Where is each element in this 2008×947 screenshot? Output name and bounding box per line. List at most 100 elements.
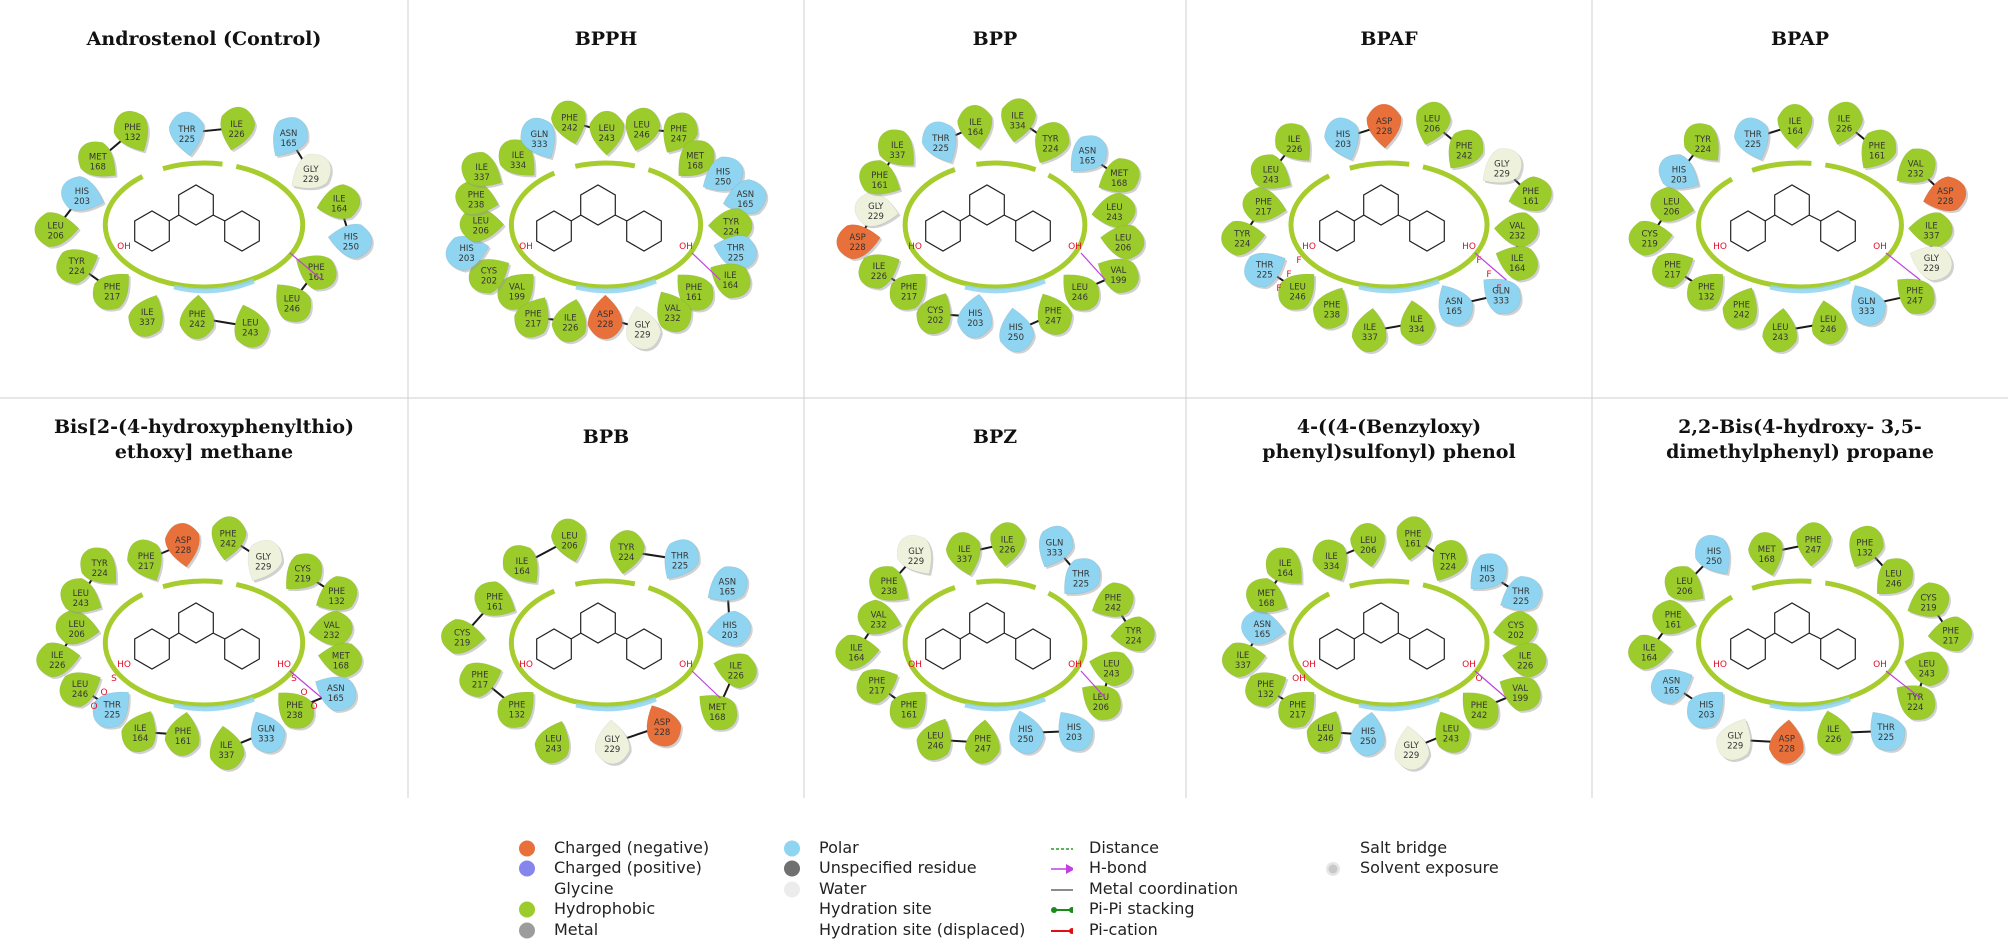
ligand-ring (1774, 184, 1810, 226)
residue-node (1909, 246, 1953, 281)
residue-name: PHE (901, 282, 918, 292)
residue-node (164, 711, 200, 757)
residue-name: ASP (654, 718, 670, 728)
residue-number: 165 (719, 587, 735, 597)
residue-number: 243 (73, 599, 89, 609)
ligand-atom-label: F (1276, 284, 1281, 294)
residue-node (1070, 135, 1107, 172)
residue-number: 224 (1234, 240, 1250, 250)
unspecified-residue-swatch-icon (784, 860, 800, 877)
residue-node (1796, 522, 1832, 567)
residue-name: PHE (561, 113, 578, 123)
residue-number: 337 (1235, 661, 1251, 671)
residue-node (164, 522, 200, 568)
residue-node (291, 153, 332, 189)
residue-number: 243 (1263, 175, 1279, 185)
residue-number: 243 (242, 329, 258, 339)
residue-number: 165 (281, 139, 297, 149)
residue-name: PHE (308, 263, 325, 273)
residue-node (77, 141, 116, 177)
residue-name: LEU (72, 680, 88, 690)
residue-name: ILE (1237, 651, 1250, 661)
panel-title: Androstenol (Control) (86, 28, 322, 50)
residue-number: 224 (618, 553, 634, 563)
residue-node (315, 575, 358, 611)
residue-number: 219 (295, 575, 311, 585)
residue-number: 168 (687, 162, 703, 172)
legend-item-metal-coordination: Metal coordination (1045, 879, 1238, 899)
residue-number: 228 (1376, 127, 1392, 137)
residue-name: GLY (1727, 732, 1743, 742)
residue-node (1081, 685, 1122, 720)
residue-name: HIS (1672, 165, 1686, 175)
residue-node (916, 718, 952, 761)
residue-name: PHE (1257, 680, 1274, 690)
residue-name: THR (1511, 587, 1530, 597)
ligand-bond (570, 632, 582, 640)
residue-node (646, 705, 682, 747)
residue-name: LEU (633, 121, 649, 131)
residue-node (858, 254, 900, 289)
residue-number: 246 (927, 742, 943, 752)
residue-name: MET (1758, 545, 1777, 555)
residue-node (1777, 103, 1813, 149)
residue-node (1278, 691, 1315, 728)
residue-number: 225 (1073, 580, 1089, 590)
residue-ring: HIS203ASN165ILE164PHE161LEU206HIS250MET1… (1627, 522, 1974, 766)
residue-node (710, 263, 751, 299)
residue-name: ILE (475, 163, 488, 173)
residue-name: THR (670, 551, 689, 561)
residue-number: 337 (956, 555, 972, 565)
legend-column-residue-types: Charged (negative) Charged (positive) Gl… (510, 838, 709, 940)
residue-name: PHE (1805, 535, 1822, 545)
residue-name: ASN (1079, 147, 1097, 157)
ligand-ring (178, 602, 214, 644)
interaction-panel: Bis[2-(4-hydroxyphenylthio)ethoxy] metha… (36, 416, 364, 772)
residue-node (1312, 539, 1348, 581)
residue-number: 132 (1698, 292, 1714, 302)
residue-name: PHE (1522, 187, 1539, 197)
residue-node (179, 294, 215, 340)
residue-node (60, 175, 105, 211)
residue-name: GLY (1404, 741, 1420, 751)
residue-name: HIS (723, 621, 737, 631)
residue-number: 229 (1923, 264, 1939, 274)
ligand-ring (1015, 210, 1051, 252)
h-bond-line (1474, 670, 1507, 699)
residue-number: 168 (333, 661, 349, 671)
residue-name: PHE (175, 727, 192, 737)
residue-node (664, 539, 700, 580)
residue-node (1448, 129, 1484, 169)
residue-node (1394, 725, 1430, 771)
residue-number: 243 (1772, 333, 1788, 343)
residue-name: ASP (597, 310, 613, 320)
residue-number: 250 (1017, 735, 1033, 745)
